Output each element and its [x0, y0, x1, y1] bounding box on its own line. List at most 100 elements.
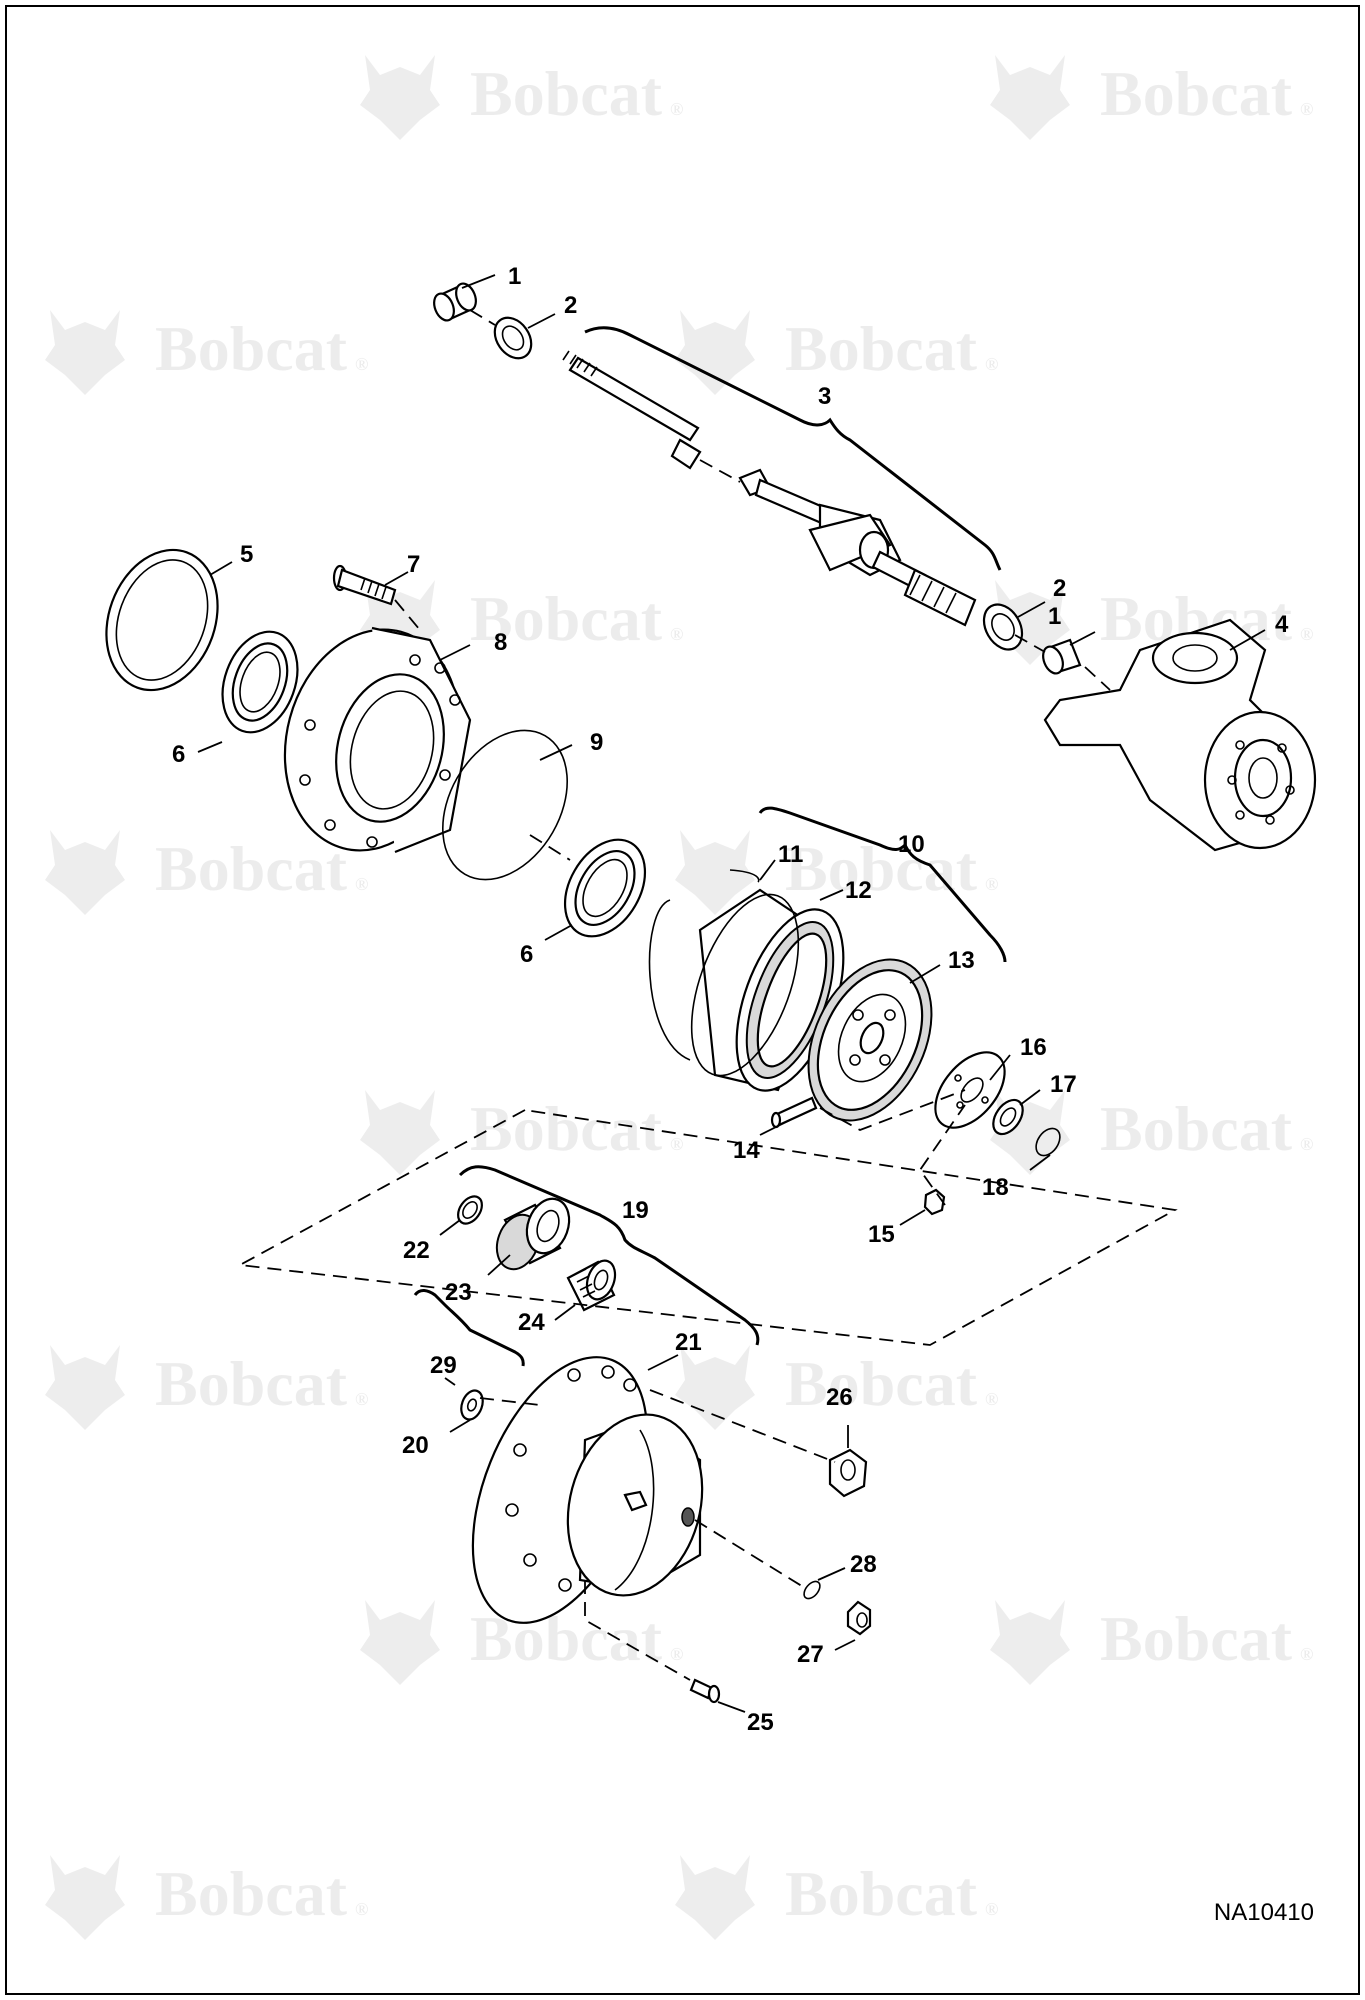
callout-6: 6: [172, 741, 185, 768]
callout-7: 7: [407, 551, 420, 578]
part-6-bearing: [221, 630, 299, 734]
part-17-lock-washer: [992, 1098, 1024, 1136]
part-27-plug: [846, 1600, 872, 1636]
watermark-tile: Bobcat ®: [675, 1855, 998, 1940]
part-3-axle-shaft: [562, 350, 977, 627]
bobcat-logo-icon: [990, 55, 1070, 140]
callout-21: 21: [675, 1329, 702, 1356]
watermark-tile: Bobcat ®: [360, 580, 683, 665]
callout-4: 4: [1275, 611, 1289, 638]
watermark-text: Bobcat: [1100, 1093, 1293, 1164]
part-28-o-ring: [803, 1580, 821, 1600]
watermark-text: Bobcat: [470, 1093, 663, 1164]
watermark-registered-mark: ®: [355, 1899, 368, 1919]
part-5-seal: [105, 548, 219, 692]
watermark-text: Bobcat: [155, 1348, 348, 1419]
part-6-bearing-lower: [563, 838, 647, 938]
bobcat-logo-icon: [45, 1345, 125, 1430]
watermark-tile: Bobcat®: [45, 310, 368, 395]
watermark-text: Bobcat: [155, 1858, 348, 1929]
part-20-washer: [460, 1389, 484, 1421]
callout-13: 13: [948, 947, 975, 974]
callout-11: 11: [778, 841, 803, 868]
leader-lines: [197, 274, 1266, 1713]
watermark-registered-mark: ®: [985, 1389, 998, 1409]
watermark-registered-mark: ®: [670, 99, 683, 119]
watermark-text: Bobcat: [1100, 1603, 1293, 1674]
watermark-tile: Bobcat®: [675, 1345, 998, 1430]
part-9-o-ring: [442, 729, 568, 881]
part-11-snap-ring: [648, 869, 760, 1061]
watermark-registered-mark: ®: [670, 1644, 683, 1664]
callout-10: 10: [898, 831, 925, 858]
watermark-tile: Bobcat ®: [45, 830, 368, 915]
watermark-registered-mark: ®: [670, 1134, 683, 1154]
part-1-bushing: [433, 282, 477, 322]
part-8-hub-flange: [283, 626, 472, 854]
watermark-registered-mark: ®: [985, 874, 998, 894]
callout-25: 25: [747, 1709, 774, 1736]
watermark-text: Bobcat: [470, 583, 663, 654]
callout-15: 15: [868, 1221, 895, 1248]
callout-26: 26: [826, 1384, 853, 1411]
callout-12: 12: [845, 877, 872, 904]
watermark-registered-mark: ®: [355, 1389, 368, 1409]
callout-numbers: 1 2 3 4 5 6 7 8 9 10 11 12 13 14 15 16 1…: [172, 263, 1289, 1736]
part-21-planetary-housing: [471, 1356, 704, 1624]
bobcat-logo-icon: [675, 310, 755, 395]
callout-1-second: 1: [1048, 603, 1061, 630]
watermark-tile: Bobcat ®: [675, 830, 998, 915]
watermark-text: Bobcat: [155, 313, 348, 384]
bobcat-logo-icon: [45, 310, 125, 395]
callout-27: 27: [797, 1641, 824, 1668]
part-1-bushing-lower: [1042, 638, 1082, 675]
drawing-border: [5, 5, 1360, 1995]
callout-23: 23: [445, 1279, 472, 1306]
bobcat-logo-icon: [990, 1600, 1070, 1685]
assembly-lines: [237, 309, 1178, 1681]
watermark-tile: Bobcat ®: [990, 55, 1313, 140]
watermark-registered-mark: ®: [1300, 99, 1313, 119]
part-18-snap-ring: [1035, 1127, 1061, 1157]
watermark-registered-mark: ®: [985, 1899, 998, 1919]
watermark-text: Bobcat: [155, 833, 348, 904]
part-14-stud: [770, 1096, 818, 1129]
group-braces: [413, 326, 1007, 1367]
callout-14: 14: [733, 1137, 760, 1164]
part-7-stud: [332, 564, 397, 606]
watermark-tile: Bobcat ®: [45, 1855, 368, 1940]
callout-20: 20: [402, 1432, 429, 1459]
callout-8: 8: [494, 629, 507, 656]
watermark-text: Bobcat: [785, 833, 978, 904]
watermark-layer: Bobcat ® Bobcat ® Bobcat ® Bobcat ® Bobcat ® Bobca…: [45, 55, 1313, 1940]
watermark-text: Bobcat: [470, 58, 663, 129]
part-13-carrier-gear: [807, 958, 933, 1122]
bobcat-logo-icon: [360, 55, 440, 140]
bobcat-logo-icon: [45, 830, 125, 915]
part-25-bolt: [689, 1678, 721, 1704]
bobcat-logo-icon: [675, 830, 755, 915]
callout-2: 2: [564, 292, 577, 319]
bobcat-logo-icon: [360, 1090, 440, 1175]
bobcat-logo-icon: [360, 1600, 440, 1685]
part-26-lug-nut: [828, 1448, 868, 1498]
callout-22: 22: [403, 1237, 430, 1264]
bobcat-logo-icon: [675, 1345, 755, 1430]
watermark-registered-mark: ®: [1300, 1644, 1313, 1664]
callout-6-second: 6: [520, 941, 533, 968]
drawing-reference: NA10410: [1214, 1899, 1314, 1926]
watermark-registered-mark: ®: [670, 624, 683, 644]
watermark-text: Bobcat: [785, 1858, 978, 1929]
bobcat-logo-icon: [45, 1855, 125, 1940]
callout-1: 1: [508, 263, 521, 290]
watermark-registered-mark: ®: [985, 354, 998, 374]
watermark-tile: Bobcat ®: [360, 55, 683, 140]
part-4-steering-knuckle: [1043, 618, 1317, 852]
watermark-tile: Bobcat®: [675, 310, 998, 395]
watermark-tile: Bobcat®: [990, 1090, 1313, 1175]
watermark-registered-mark: ®: [355, 874, 368, 894]
callout-9: 9: [590, 729, 603, 756]
callout-18: 18: [982, 1174, 1009, 1201]
part-16-thrust-washer: [934, 1051, 1006, 1129]
watermark-text: Bobcat: [1100, 58, 1293, 129]
